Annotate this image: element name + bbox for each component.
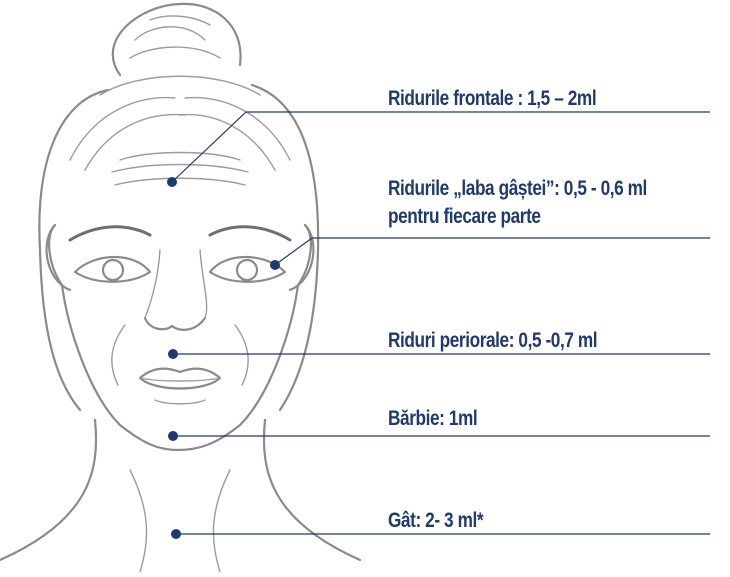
leader-forehead bbox=[172, 112, 710, 182]
dot-forehead bbox=[167, 177, 177, 187]
label-neck: Gât: 2- 3 ml* bbox=[388, 510, 483, 532]
dot-crows-feet bbox=[270, 260, 280, 270]
label-crows-feet-line2: pentru fiecare parte bbox=[388, 206, 541, 228]
dot-perioral bbox=[168, 349, 178, 359]
label-forehead: Ridurile frontale : 1,5 – 2ml bbox=[388, 88, 596, 110]
neck bbox=[0, 420, 96, 560]
lips bbox=[140, 369, 220, 389]
hair-bun bbox=[113, 4, 241, 75]
label-chin: Bărbie: 1ml bbox=[388, 408, 477, 430]
left-eyebrow bbox=[70, 227, 150, 240]
label-crows-feet: Ridurile „laba gâștei”: 0,5 - 0,6 ml bbox=[388, 178, 647, 200]
label-perioral: Riduri periorale: 0,5 -0,7 ml bbox=[388, 330, 597, 352]
nose bbox=[145, 250, 160, 318]
right-eyebrow bbox=[210, 227, 290, 240]
dot-chin bbox=[168, 431, 178, 441]
dot-neck bbox=[171, 529, 181, 539]
leader-crows-feet bbox=[275, 238, 710, 265]
face-contour bbox=[49, 225, 311, 450]
